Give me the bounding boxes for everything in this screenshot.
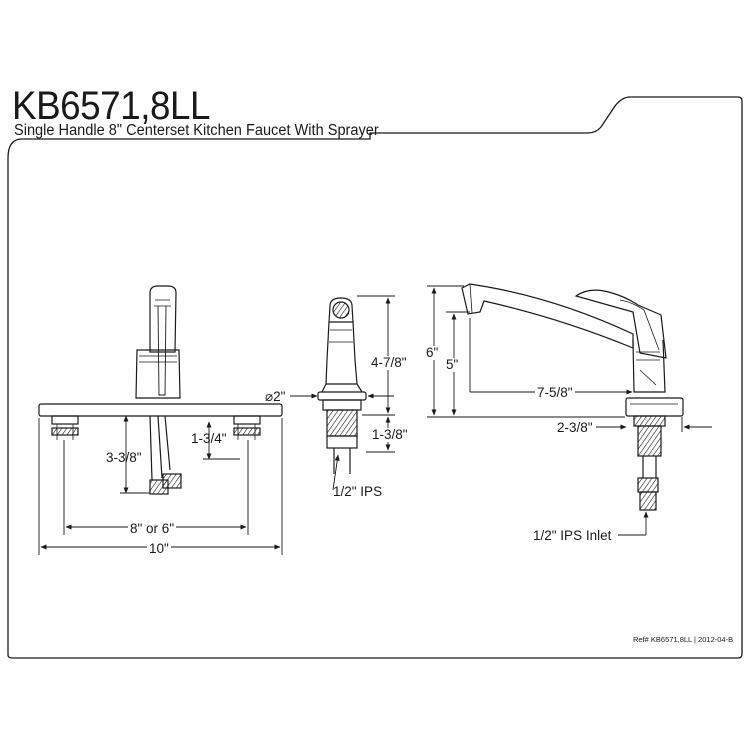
product-description: Single Handle 8" Centerset Kitchen Fauce…	[14, 122, 379, 139]
model-number: KB6571,8LL	[12, 84, 210, 128]
sheet-frame	[7, 96, 743, 659]
side-view-drawing	[461, 283, 684, 511]
sprayer-drawing	[317, 297, 367, 474]
dim-sprayer-height: 4-7/8"	[370, 355, 408, 370]
dim-overall-width: 10"	[147, 541, 171, 556]
dim-spout-reach: 7-5/8"	[535, 385, 575, 400]
front-view-drawing	[38, 285, 283, 495]
dim-center-spacing: 8" or 6"	[128, 521, 177, 536]
dim-sprayer-thread: 1/2" IPS	[333, 484, 383, 499]
dim-riser-height: 3-3/8"	[106, 450, 142, 465]
dim-shank-height: 1-3/4"	[191, 431, 227, 446]
side-dimension-lines	[427, 285, 712, 536]
dim-overall-height: 6"	[426, 345, 439, 360]
sprayer-dimension-lines	[290, 295, 395, 491]
dim-sprayer-shank: 1-3/8"	[371, 427, 409, 442]
dim-deck-clearance: 2-3/8"	[557, 420, 593, 435]
dim-spout-height: 5"	[446, 357, 459, 372]
dim-sprayer-diameter: ⌀2"	[265, 389, 286, 404]
dim-inlet: 1/2" IPS Inlet	[533, 528, 612, 543]
reference-number: Ref# KB6571,8LL | 2012-04-B	[633, 635, 734, 644]
